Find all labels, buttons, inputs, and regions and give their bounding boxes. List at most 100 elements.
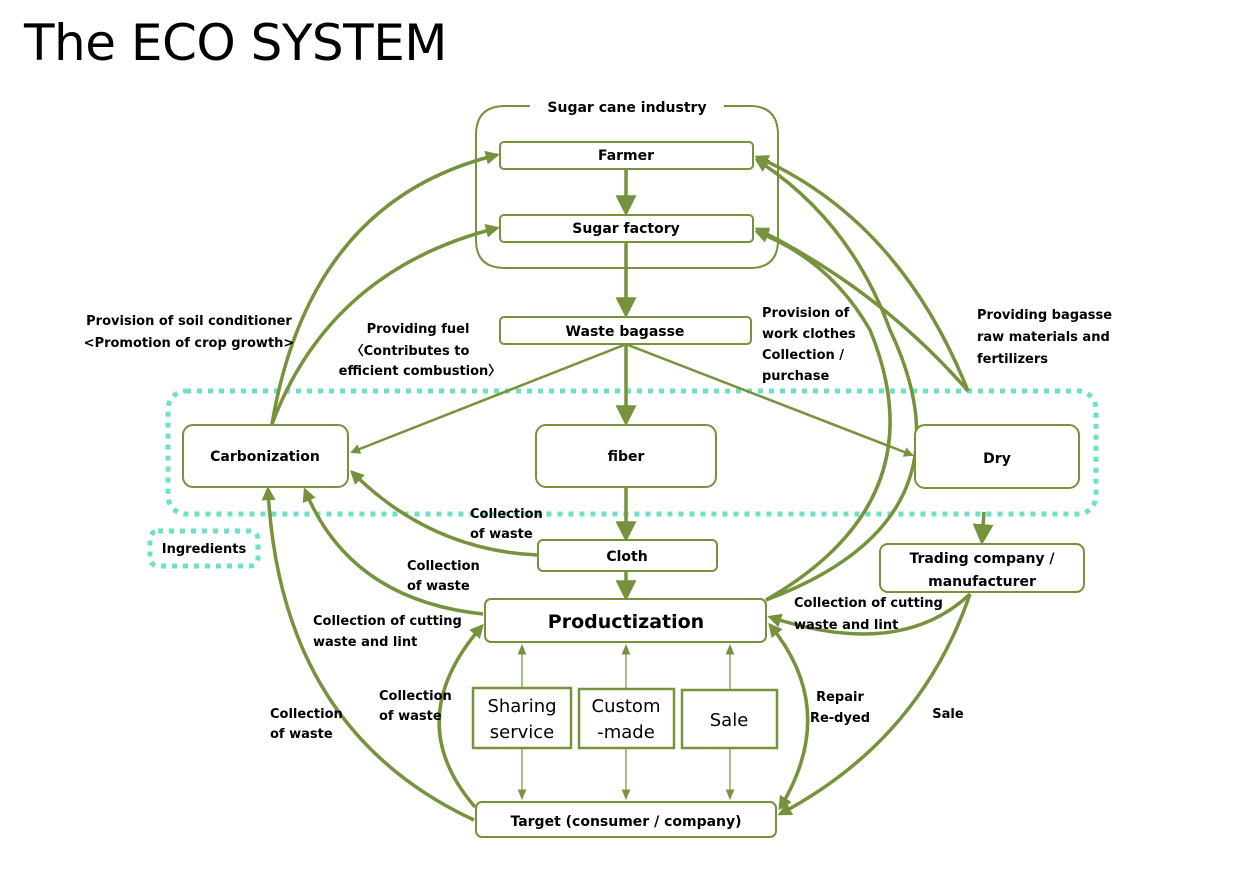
arrow-bagasse-to-carbonization bbox=[350, 343, 625, 454]
group-label-sugar-cane-industry: Sugar cane industry bbox=[547, 100, 706, 116]
node-dry-label: Dry bbox=[983, 451, 1011, 467]
node-fiber-box bbox=[535, 424, 717, 488]
ingredients-label-group: Ingredients bbox=[147, 528, 261, 569]
label-collection-cloth: Collection of waste bbox=[470, 507, 543, 542]
label-line: Collection bbox=[270, 707, 343, 722]
label-line: waste and lint bbox=[313, 635, 417, 650]
node-waste-bagasse-label: Waste bagasse bbox=[566, 324, 685, 340]
label-cutting-waste-right: Collection of cutting waste and lint bbox=[794, 596, 943, 633]
label-collection-productization: Collection of waste bbox=[407, 559, 480, 594]
node-custom-made-box bbox=[577, 687, 676, 750]
node-productization[interactable]: Productization bbox=[484, 598, 767, 643]
label-line: Collection bbox=[407, 559, 480, 574]
node-custom-made-label-line1: Custom bbox=[592, 696, 661, 717]
node-sharing-service-label-line1: Sharing bbox=[487, 696, 556, 717]
node-cloth-label: Cloth bbox=[606, 549, 647, 565]
label-collection-target-outer: Collection of waste bbox=[270, 707, 343, 742]
node-farmer[interactable]: Farmer bbox=[499, 141, 754, 170]
node-fiber-label: fiber bbox=[608, 449, 645, 465]
node-farmer-box bbox=[499, 141, 754, 170]
node-farmer-label: Farmer bbox=[598, 148, 654, 164]
arrow-trading-to-target bbox=[777, 593, 972, 816]
label-bagasse-raw-materials: Providing bagasse raw materials and fert… bbox=[977, 308, 1112, 367]
label-line: Collection of cutting bbox=[794, 596, 943, 611]
label-line: Provision of bbox=[762, 306, 850, 321]
node-sugar-factory-box bbox=[499, 214, 754, 243]
arrow-productization-to-farmer bbox=[754, 158, 919, 602]
ingredients-label: Ingredients bbox=[162, 542, 247, 557]
label-line: of waste bbox=[379, 709, 442, 724]
label-repair: Repair Re-dyed bbox=[810, 690, 870, 726]
node-carbonization-box bbox=[182, 424, 349, 488]
label-line: Re-dyed bbox=[810, 711, 870, 726]
label-line: work clothes bbox=[762, 327, 856, 342]
arrow-productization-to-sugar-factory bbox=[754, 229, 892, 602]
node-sharing-service[interactable]: Sharing service bbox=[471, 686, 573, 750]
arrow-carbonization-to-sugar-factory bbox=[270, 223, 500, 425]
arrow-target-to-carbonization bbox=[261, 486, 475, 822]
page-title: The ECO SYSTEM bbox=[24, 14, 447, 72]
label-line: of waste bbox=[270, 727, 333, 742]
arrow-trading-to-productization bbox=[767, 592, 972, 636]
label-line: of waste bbox=[407, 579, 470, 594]
node-cloth[interactable]: Cloth bbox=[537, 539, 718, 572]
node-fiber[interactable]: fiber bbox=[535, 424, 717, 488]
arrow-dry-to-farmer bbox=[754, 155, 970, 392]
node-carbonization[interactable]: Carbonization bbox=[182, 424, 349, 488]
label-line: purchase bbox=[762, 369, 829, 384]
node-custom-made-label-line2: -made bbox=[597, 722, 655, 743]
label-soil-conditioner: Provision of soil conditioner <Promotion… bbox=[84, 314, 295, 351]
ingredients-dotted-frame bbox=[147, 528, 261, 569]
node-sharing-service-box bbox=[471, 686, 573, 750]
label-line: Providing fuel bbox=[367, 322, 470, 337]
label-line: efficient combustion〉 bbox=[339, 363, 502, 379]
label-providing-fuel: Providing fuel 〈Contributes to efficient… bbox=[339, 322, 502, 379]
label-line: Collection / bbox=[762, 348, 844, 363]
label-work-clothes: Provision of work clothes Collection / p… bbox=[762, 306, 856, 384]
label-line: Provision of soil conditioner bbox=[86, 314, 292, 329]
label-line: of waste bbox=[470, 527, 533, 542]
label-sale-edge: Sale bbox=[932, 707, 964, 722]
node-target-label: Target (consumer / company) bbox=[510, 814, 741, 830]
node-sale[interactable]: Sale bbox=[680, 688, 779, 750]
label-line: Repair bbox=[816, 690, 864, 705]
node-productization-box bbox=[484, 598, 767, 643]
node-cloth-box bbox=[537, 539, 718, 572]
node-productization-label: Productization bbox=[548, 611, 704, 633]
label-line: raw materials and bbox=[977, 330, 1110, 345]
label-line: Collection bbox=[470, 507, 543, 522]
node-sharing-service-label-line2: service bbox=[490, 722, 554, 743]
arrow-bagasse-to-dry bbox=[627, 343, 914, 457]
arrow-dry-to-trading-company bbox=[972, 511, 994, 546]
node-trading-company-box bbox=[879, 543, 1085, 593]
node-waste-bagasse-box bbox=[499, 316, 752, 345]
arrow-productization-target-repair bbox=[768, 622, 810, 811]
label-line: Providing bagasse bbox=[977, 308, 1112, 323]
node-dry-box bbox=[914, 424, 1080, 489]
label-line: fertilizers bbox=[977, 352, 1048, 367]
node-target-box bbox=[475, 801, 777, 838]
label-collection-target-inner: Collection of waste bbox=[379, 689, 452, 724]
node-carbonization-label: Carbonization bbox=[210, 449, 320, 465]
label-line: 〈Contributes to bbox=[351, 343, 470, 359]
node-custom-made[interactable]: Custom -made bbox=[577, 687, 676, 750]
node-dry[interactable]: Dry bbox=[914, 424, 1080, 489]
node-sale-label: Sale bbox=[710, 710, 749, 731]
label-line: <Promotion of crop growth> bbox=[84, 336, 295, 351]
arrow-target-to-productization bbox=[437, 623, 484, 809]
label-line: Collection bbox=[379, 689, 452, 704]
node-sugar-factory-label: Sugar factory bbox=[572, 221, 679, 237]
node-trading-company[interactable]: Trading company / manufacturer bbox=[879, 543, 1085, 593]
node-sale-box bbox=[680, 688, 779, 750]
arrow-carbonization-to-farmer bbox=[270, 150, 500, 425]
node-target[interactable]: Target (consumer / company) bbox=[475, 801, 777, 838]
arrow-cloth-to-carbonization bbox=[350, 470, 538, 557]
node-sugar-factory[interactable]: Sugar factory bbox=[499, 214, 754, 243]
label-line: Collection of cutting bbox=[313, 614, 462, 629]
label-line: waste and lint bbox=[794, 618, 898, 633]
label-cutting-waste-left: Collection of cutting waste and lint bbox=[313, 614, 462, 650]
node-trading-company-label-line1: Trading company / bbox=[909, 551, 1055, 567]
node-trading-company-label-line2: manufacturer bbox=[928, 574, 1036, 590]
node-waste-bagasse[interactable]: Waste bagasse bbox=[499, 316, 752, 345]
